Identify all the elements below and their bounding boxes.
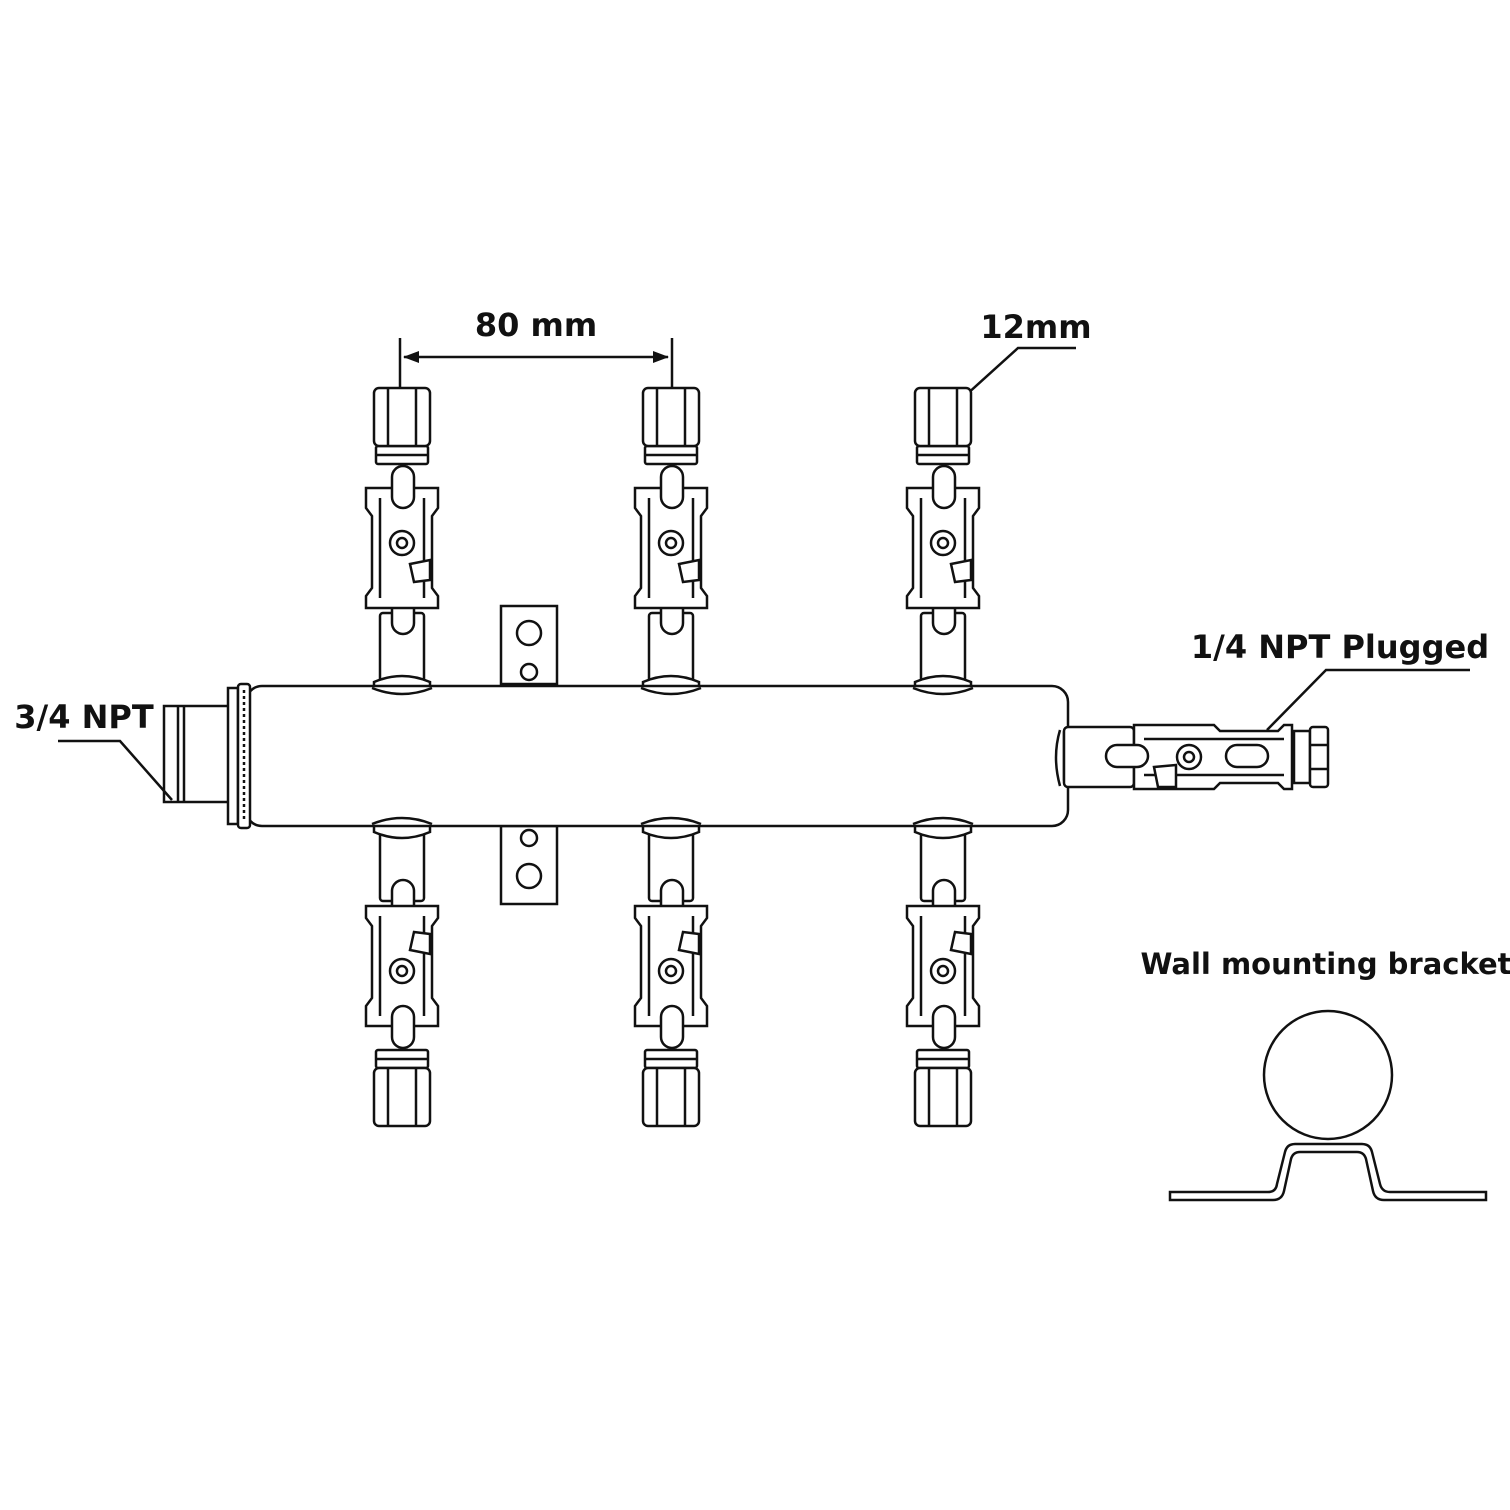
valve-upper-2	[633, 386, 709, 694]
inlet-label: 3/4 NPT	[14, 698, 154, 736]
spacing-dimension: 80 mm	[398, 306, 674, 388]
outlet-callout: 1/4 NPT Plugged	[1191, 628, 1489, 731]
pipe-section	[1262, 1009, 1394, 1141]
inlet-fitting	[162, 682, 252, 830]
valve-upper-3	[905, 386, 981, 694]
spacing-label: 80 mm	[475, 306, 597, 344]
bracket-detail: Wall mounting bracket	[1140, 947, 1510, 1202]
mounting-bracket-bottom	[499, 824, 559, 906]
mounting-bracket-top	[499, 604, 559, 686]
outlet-assembly	[1062, 723, 1330, 791]
inlet-callout: 3/4 NPT	[14, 698, 173, 801]
bracket-profile	[1168, 1142, 1488, 1202]
tube-size-label: 12mm	[980, 308, 1091, 346]
outlet-label: 1/4 NPT Plugged	[1191, 628, 1489, 666]
valve-lower-2	[633, 820, 709, 1128]
valve-upper-1	[364, 386, 440, 694]
bracket-title: Wall mounting bracket	[1140, 947, 1510, 981]
tube-size-callout: 12mm	[954, 308, 1092, 406]
valve-lower-3	[905, 820, 981, 1128]
manifold-body	[244, 684, 1070, 828]
valve-lower-1	[364, 820, 440, 1128]
